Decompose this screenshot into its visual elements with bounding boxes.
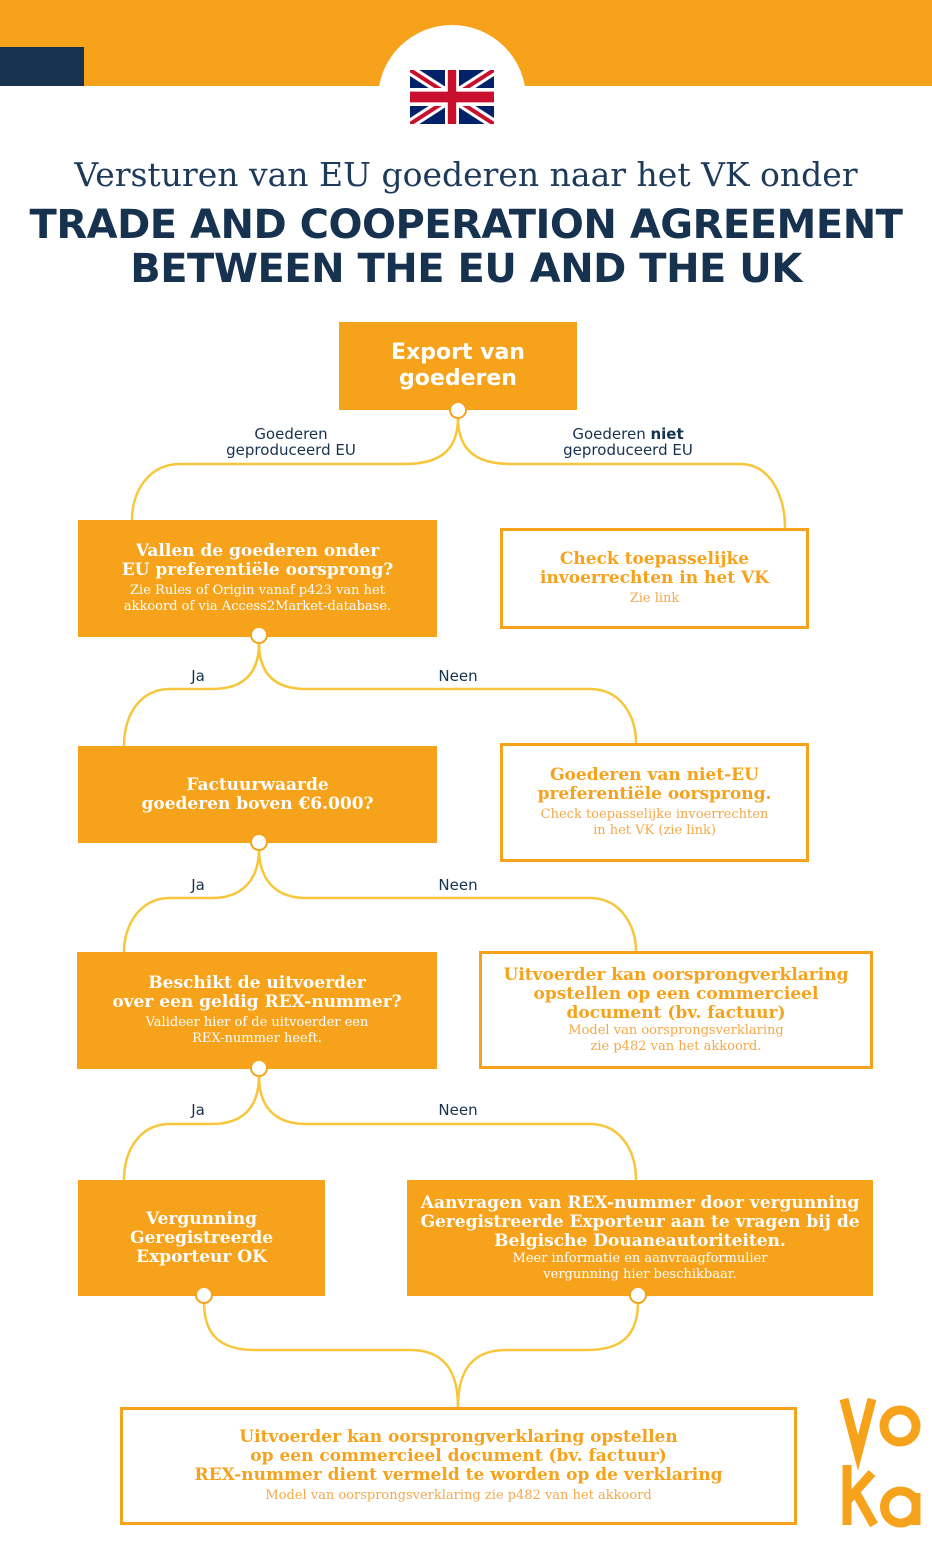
node-apply-rex: Aanvragen van REX-nummer door vergunning… xyxy=(407,1180,873,1296)
node-license-ok: Vergunning Geregistreerde Exporteur OK xyxy=(78,1180,325,1296)
node-rex-question-title: Beschikt de uitvoerder over een geldig R… xyxy=(112,973,402,1012)
connector-dot xyxy=(250,1059,268,1077)
page-subtitle: Versturen van EU goederen naar het VK on… xyxy=(74,155,858,194)
node-final-declaration-link[interactable]: Model van oorsprongsverklaring zie p482 … xyxy=(265,1488,652,1503)
node-apply-rex-title: Aanvragen van REX-nummer door vergunning… xyxy=(420,1192,860,1251)
label-not-eu-produced: Goederen niet geproduceerd EU xyxy=(563,425,693,459)
connector-dot xyxy=(449,401,467,419)
node-export-title: Export van goederen xyxy=(391,340,525,391)
node-declaration-small: Uitvoerder kan oorsprongverklaring opste… xyxy=(479,951,873,1069)
node-origin-question: Vallen de goederen onder EU preferentiël… xyxy=(78,520,437,637)
label-no-1: Neen xyxy=(438,667,478,685)
node-non-preferential-title: Goederen van niet-EU preferentiële oorsp… xyxy=(537,765,772,804)
node-final-declaration: Uitvoerder kan oorsprongverklaring opste… xyxy=(120,1407,797,1525)
node-check-duties-link[interactable]: Zie link xyxy=(629,591,680,606)
node-rex-question-link[interactable]: Valideer hier of de uitvoerder een REX-n… xyxy=(145,1015,369,1046)
node-export: Export van goederen xyxy=(339,322,577,410)
connector-dot xyxy=(250,833,268,851)
page-title-line2: BETWEEN THE EU AND THE UK xyxy=(130,246,802,292)
label-yes-1: Ja xyxy=(191,667,205,685)
node-declaration-small-sub: Model van oorsprongsverklaring zie p482 … xyxy=(568,1022,784,1054)
node-invoice-question-title: Factuurwaarde goederen boven €6.000? xyxy=(141,774,374,814)
label-yes-2: Ja xyxy=(191,876,205,894)
node-rex-question: Beschikt de uitvoerder over een geldig R… xyxy=(77,952,437,1069)
voka-logo-icon xyxy=(839,1397,921,1528)
node-check-duties: Check toepasselijke invoerrechten in het… xyxy=(500,528,809,629)
node-origin-question-sub: Zie Rules of Origin vanaf p423 van het a… xyxy=(123,583,392,614)
label-yes-3: Ja xyxy=(191,1101,205,1119)
node-origin-question-title: Vallen de goederen onder EU preferentiël… xyxy=(121,541,394,580)
label-eu-produced: Goederen geproduceerd EU xyxy=(226,425,356,459)
label-no-2: Neen xyxy=(438,876,478,894)
top-banner-accent xyxy=(0,47,84,86)
union-jack-flag-icon xyxy=(410,70,494,124)
connector-dot xyxy=(629,1286,647,1304)
connector-dot xyxy=(250,626,268,644)
connector-dot xyxy=(195,1286,213,1304)
node-check-duties-title: Check toepasselijke invoerrechten in het… xyxy=(540,549,769,588)
node-final-declaration-title: Uitvoerder kan oorsprongverklaring opste… xyxy=(194,1427,723,1485)
node-license-ok-title: Vergunning Geregistreerde Exporteur OK xyxy=(129,1208,274,1267)
node-non-preferential-link[interactable]: Check toepasselijke invoerrechten in het… xyxy=(540,807,769,838)
label-no-3: Neen xyxy=(438,1101,478,1119)
node-non-preferential: Goederen van niet-EU preferentiële oorsp… xyxy=(500,743,809,862)
node-declaration-small-title: Uitvoerder kan oorsprongverklaring opste… xyxy=(503,964,849,1023)
node-invoice-question: Factuurwaarde goederen boven €6.000? xyxy=(78,746,437,843)
node-apply-rex-link[interactable]: Meer informatie en aanvraagformulier ver… xyxy=(512,1250,768,1282)
page-title: TRADE AND COOPERATION AGREEMENT BETWEEN … xyxy=(0,203,932,291)
page-title-line1: TRADE AND COOPERATION AGREEMENT xyxy=(29,202,903,248)
